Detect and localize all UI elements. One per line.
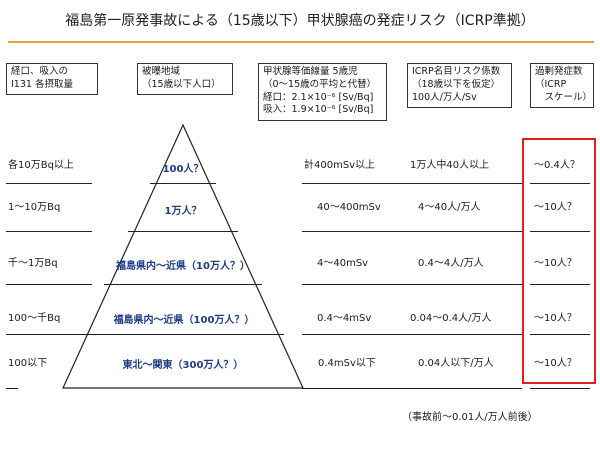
row1-intake: 各10万Bq以上 <box>8 160 74 171</box>
row-line-3-right <box>302 284 522 285</box>
header-coefficient: ICRP名目リスク係数 （18歳以下を仮定） 100人/万人/Sv <box>407 63 512 108</box>
header-intake-line1: 経口、吸入の <box>11 66 69 77</box>
header-excess-line3: スケール） <box>535 91 593 103</box>
row1-excess: ～0.4人？ <box>534 160 580 171</box>
row-line-2-end <box>530 231 590 232</box>
footnote: （事故前～0.01人/万人前後） <box>402 412 538 423</box>
row2-intake: 1～10万Bq <box>8 202 61 213</box>
header-coefficient-line1: ICRP名目リスク係数 <box>412 66 501 77</box>
header-area-line2: （15歳以下人口） <box>142 78 221 90</box>
row5-intake: 100以下 <box>8 358 48 369</box>
row-line-1-mid <box>150 183 216 184</box>
row2-dose: 40～400mSv <box>317 202 381 213</box>
row-line-1-end <box>530 183 590 184</box>
row-line-2-left <box>6 231 92 232</box>
row2-excess: ～10人？ <box>534 202 577 213</box>
row3-coefficient: 0.4～4人/万人 <box>418 258 484 269</box>
header-intake: 経口、吸入の I131 各摂取量 <box>6 63 98 95</box>
header-dose-line4: 吸入：1.9×10⁻⁶ [Sv/Bq] <box>263 104 374 116</box>
row4-excess: ～10人？ <box>534 313 577 324</box>
row-line-4-end <box>530 334 590 335</box>
header-excess: 過剰発症数 （ICRP スケール） <box>530 63 594 108</box>
row-line-5-left <box>6 388 18 389</box>
row-line-3-end <box>530 284 590 285</box>
row3-dose: 4～40mSv <box>317 258 369 269</box>
row5-coefficient: 0.04人以下/万人 <box>418 358 494 369</box>
row5-tier: 東北～関東（300万人？） <box>122 360 244 371</box>
row-line-2-right <box>302 231 522 232</box>
header-coefficient-line3: 100人/万人/Sv <box>412 91 477 103</box>
row1-tier: 100人？ <box>162 164 204 175</box>
excess-cases-highlight <box>522 138 596 384</box>
row-line-5-right <box>302 388 522 389</box>
header-excess-line2: （ICRP <box>535 78 567 90</box>
row5-dose: 0.4mSv以下 <box>318 358 376 369</box>
row4-tier: 福島県内～近県（100万人？） <box>113 315 255 326</box>
row2-tier: 1万人？ <box>164 206 202 217</box>
row1-coefficient: 1万人中40人以上 <box>410 160 490 171</box>
row-line-3-mid <box>104 284 262 285</box>
row3-excess: ～10人？ <box>534 258 577 269</box>
row-line-5-end <box>530 388 590 389</box>
page-title: 福島第一原発事故による（15歳以下）甲状腺癌の発症リスク（ICRP準拠） <box>65 13 535 29</box>
row-line-4-right <box>302 334 522 335</box>
row-line-3-left <box>6 284 92 285</box>
row5-excess: ～10人？ <box>534 358 577 369</box>
row2-coefficient: 4～40人/万人 <box>418 202 481 213</box>
header-dose-line3: 経口：2.1×10⁻⁶ [Sv/Bq] <box>263 91 374 103</box>
row4-dose: 0.4～4mSv <box>317 313 372 324</box>
row1-dose: 計400mSv以上 <box>304 160 376 171</box>
row3-intake: 千～1万Bq <box>8 258 58 269</box>
row-line-4-left <box>6 334 86 335</box>
title-underline <box>8 41 594 43</box>
header-dose-line2: （0～15歳の平均と代替） <box>263 78 377 90</box>
header-dose: 甲状腺等価線量 5歳児 （0～15歳の平均と代替） 経口：2.1×10⁻⁶ [S… <box>258 63 387 121</box>
row3-tier: 福島県内～近県（10万人？） <box>116 261 250 272</box>
header-coefficient-line2: （18歳以下を仮定） <box>412 78 501 90</box>
header-excess-line1: 過剰発症数 <box>535 66 583 77</box>
row-line-1-right <box>302 183 522 184</box>
row4-intake: 100～千Bq <box>8 313 61 324</box>
header-area: 被曝地域 （15歳以下人口） <box>137 63 233 95</box>
header-dose-line1: 甲状腺等価線量 5歳児 <box>263 66 358 77</box>
row4-coefficient: 0.04～0.4人/万人 <box>410 313 492 324</box>
pyramid-outline <box>62 123 304 389</box>
header-intake-line2: I131 各摂取量 <box>11 78 73 90</box>
row-line-2-mid <box>128 231 238 232</box>
row-line-1-left <box>6 183 92 184</box>
header-area-line1: 被曝地域 <box>142 66 181 77</box>
row-line-4-mid <box>82 334 284 335</box>
